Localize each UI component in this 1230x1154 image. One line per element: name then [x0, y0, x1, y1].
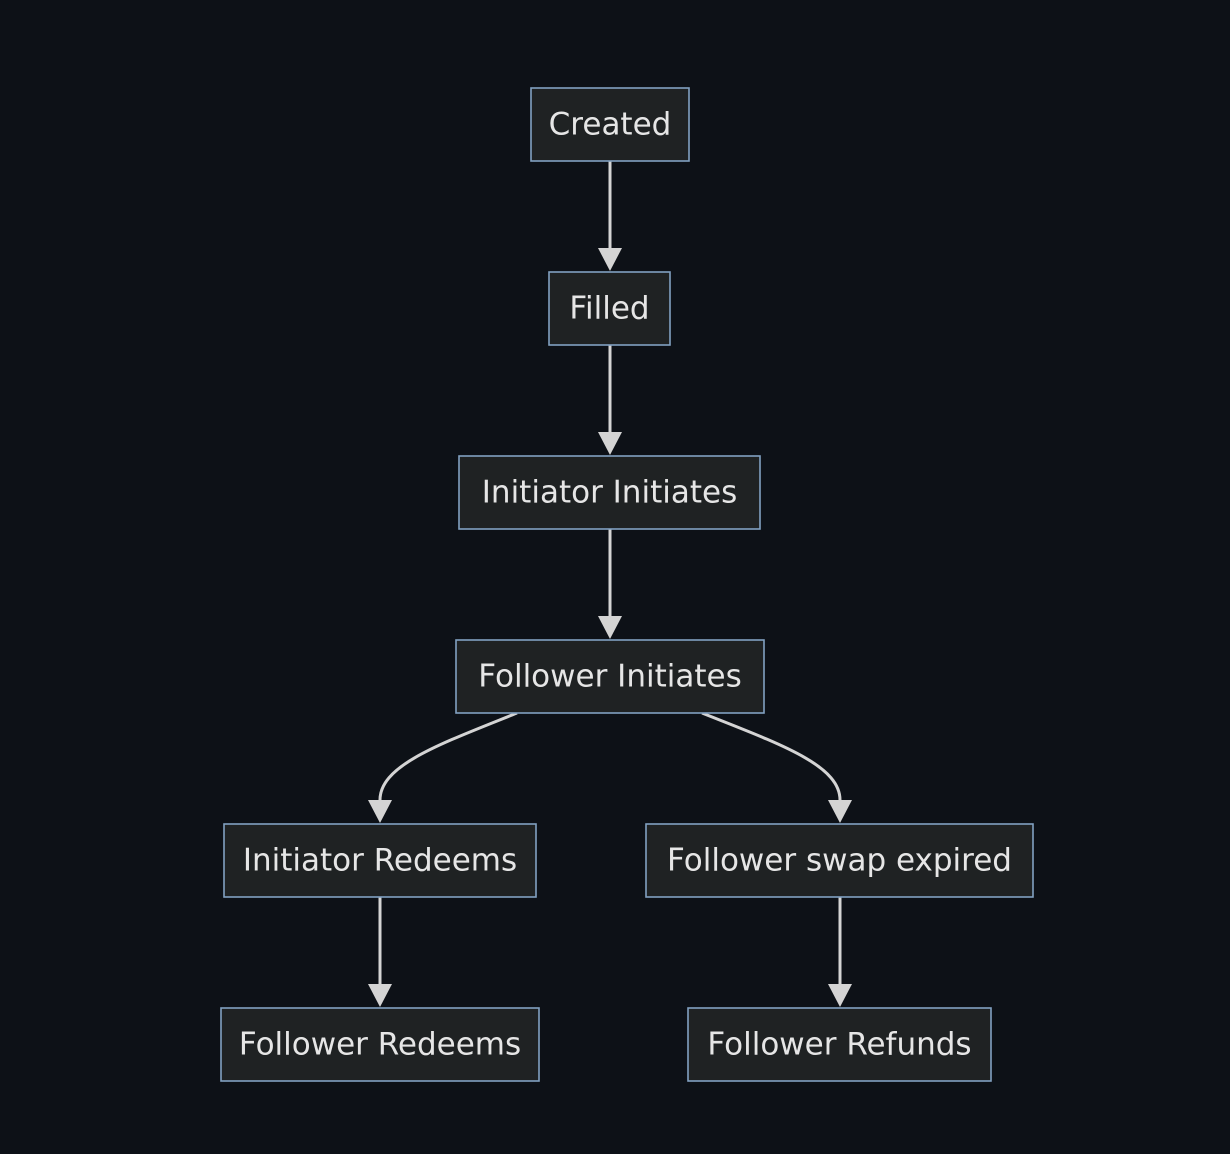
node-follower-swap-expired: Follower swap expired — [645, 823, 1034, 898]
edge-filled-initiator-initiates-arrowhead — [598, 432, 622, 455]
edge-follower-initiates-initiator-redeems-arrowhead — [368, 800, 392, 823]
node-label-created: Created — [549, 107, 672, 143]
node-follower-refunds: Follower Refunds — [687, 1007, 992, 1082]
node-label-follower-refunds: Follower Refunds — [707, 1027, 971, 1063]
edge-follower-swap-expired-follower-refunds — [828, 897, 852, 1007]
edge-created-filled — [598, 161, 622, 271]
node-filled: Filled — [548, 271, 671, 346]
edge-initiator-initiates-follower-initiates-arrowhead — [598, 616, 622, 639]
edge-follower-swap-expired-follower-refunds-arrowhead — [828, 984, 852, 1007]
node-label-initiator-redeems: Initiator Redeems — [243, 843, 517, 879]
node-label-initiator-initiates: Initiator Initiates — [482, 475, 737, 511]
edge-initiator-redeems-follower-redeems — [368, 897, 392, 1007]
node-label-filled: Filled — [569, 291, 649, 327]
node-follower-redeems: Follower Redeems — [220, 1007, 540, 1082]
edge-initiator-redeems-follower-redeems-arrowhead — [368, 984, 392, 1007]
node-initiator-initiates: Initiator Initiates — [458, 455, 761, 530]
node-label-follower-initiates: Follower Initiates — [478, 659, 741, 695]
edge-created-filled-arrowhead — [598, 248, 622, 271]
node-follower-initiates: Follower Initiates — [455, 639, 765, 714]
node-initiator-redeems: Initiator Redeems — [223, 823, 537, 898]
edge-filled-initiator-initiates — [598, 345, 622, 455]
edge-follower-initiates-follower-swap-expired-line — [701, 711, 842, 801]
edge-follower-initiates-follower-swap-expired — [701, 711, 852, 823]
edge-follower-initiates-initiator-redeems — [368, 711, 518, 823]
edges-layer — [368, 161, 852, 1007]
node-label-follower-swap-expired: Follower swap expired — [667, 843, 1012, 879]
edge-follower-initiates-follower-swap-expired-arrowhead — [828, 800, 852, 823]
edge-initiator-initiates-follower-initiates — [598, 529, 622, 639]
node-label-follower-redeems: Follower Redeems — [239, 1027, 521, 1063]
node-created: Created — [530, 87, 690, 162]
edge-follower-initiates-initiator-redeems-line — [378, 711, 518, 801]
